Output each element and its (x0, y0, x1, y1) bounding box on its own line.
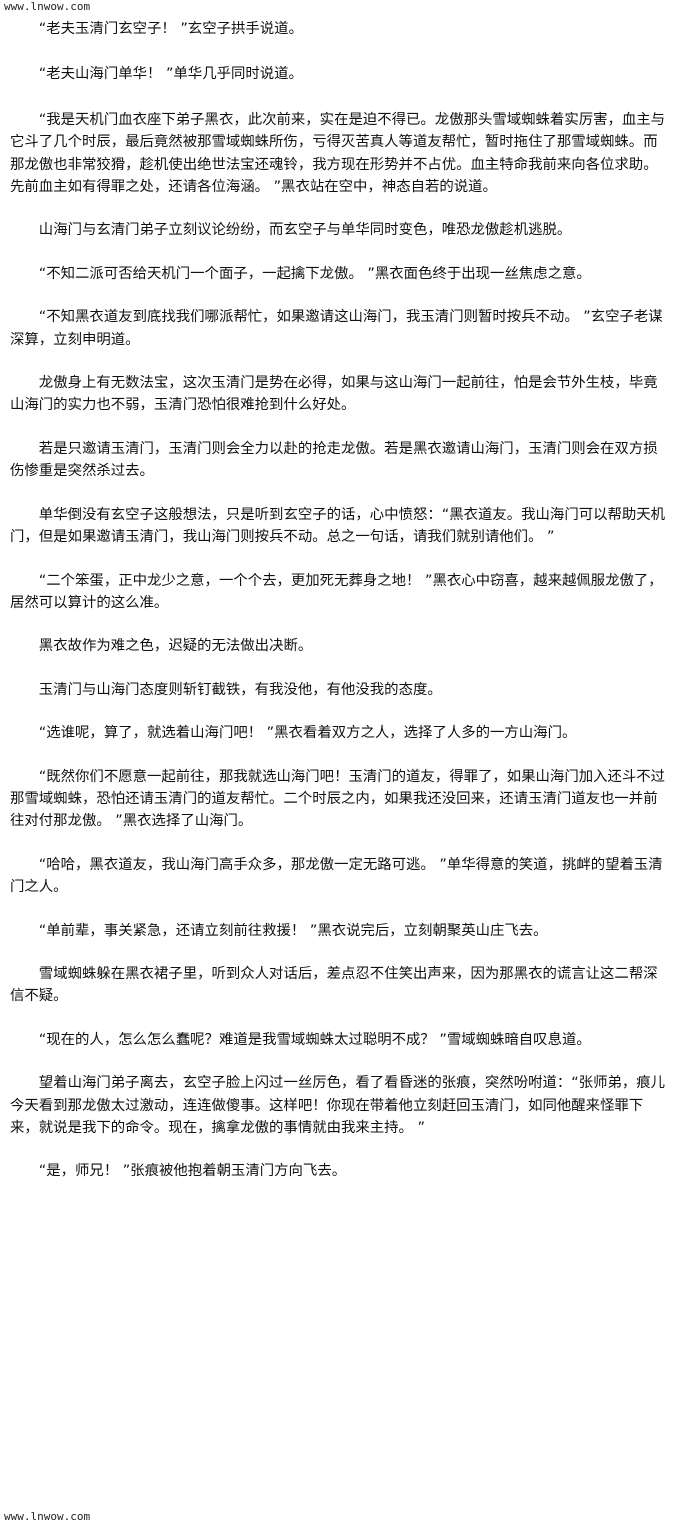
paragraph: “哈哈，黑衣道友，我山海门高手众多，那龙傲一定无路可逃。 ”单华得意的笑道，挑衅… (10, 856, 663, 896)
paragraph: “单前辈，事关紧急，还请立刻前往救援！ ”黑衣说完后，立刻朝聚英山庄飞去。 (38, 922, 548, 939)
paragraph: 雪域蜘蛛躲在黑衣裙子里，听到众人对话后，差点忍不住笑出声来，因为那黑衣的谎言让这… (10, 965, 658, 1005)
paragraph: 单华倒没有玄空子这般想法，只是听到玄空子的话，心中愤怒：“黑衣道友。我山海门可以… (10, 506, 666, 546)
paragraph: “既然你们不愿意一起前往，那我就选山海门吧！玉清门的道友，得罪了，如果山海门加入… (10, 768, 666, 830)
paragraph: “老夫山海门单华！ ”单华几乎同时说道。 (38, 66, 303, 83)
paragraph: 望着山海门弟子离去，玄空子脸上闪过一丝厉色，看了看昏迷的张痕，突然吩咐道：“张师… (10, 1075, 666, 1136)
paragraph: 若是只邀请玉清门，玉清门则会全力以赴的抢走龙傲。若是黑衣邀请山海门，玉清门则会在… (10, 440, 658, 480)
site-url-footer: www.lnwow.com (4, 1510, 91, 1523)
paragraph: “选谁呢，算了，就选着山海门吧！ ”黑衣看着双方之人，选择了人多的一方山海门。 (38, 725, 577, 742)
paragraph: “二个笨蛋，正中龙少之意，一个个去，更加死无葬身之地！ ”黑衣心中窃喜，越来越佩… (10, 572, 663, 611)
paragraph: 玉清门与山海门态度则斩钉截铁，有我没他，有他没我的态度。 (38, 681, 442, 698)
paragraph: “不知二派可否给天机门一个面子，一起擒下龙傲。 ”黑衣面色终于出现一丝焦虑之意。 (38, 265, 591, 282)
paragraph: “不知黑衣道友到底找我们哪派帮忙，如果邀请这山海门，我玉清门则暂时按兵不动。 ”… (10, 309, 663, 348)
article-body: “老夫玉清门玄空子！ ”玄空子拱手说道。 “老夫山海门单华！ ”单华几乎同时说道… (10, 14, 670, 1183)
paragraph: “老夫玉清门玄空子！ ”玄空子拱手说道。 (38, 21, 303, 37)
paragraph: “我是天机门血衣座下弟子黑衣，此次前来，实在是迫不得已。龙傲那头雪域蜘蛛着实厉害… (10, 111, 666, 196)
paragraph: “是，师兄！ ”张痕被他抱着朝玉清门方向飞去。 (38, 1163, 347, 1180)
paragraph: 山海门与玄清门弟子立刻议论纷纷，而玄空子与单华同时变色，唯恐龙傲趁机逃脱。 (38, 222, 572, 239)
paragraph: 龙傲身上有无数法宝，这次玉清门是势在必得，如果与这山海门一起前往，怕是会节外生枝… (10, 375, 658, 414)
paragraph: 黑衣故作为难之色，迟疑的无法做出决断。 (38, 638, 313, 655)
paragraph: “现在的人，怎么怎么蠢呢？难道是我雪域蜘蛛太过聪明不成？ ”雪域蜘蛛暗自叹息道。 (38, 1031, 591, 1048)
site-url-header: www.lnwow.com (4, 0, 91, 13)
